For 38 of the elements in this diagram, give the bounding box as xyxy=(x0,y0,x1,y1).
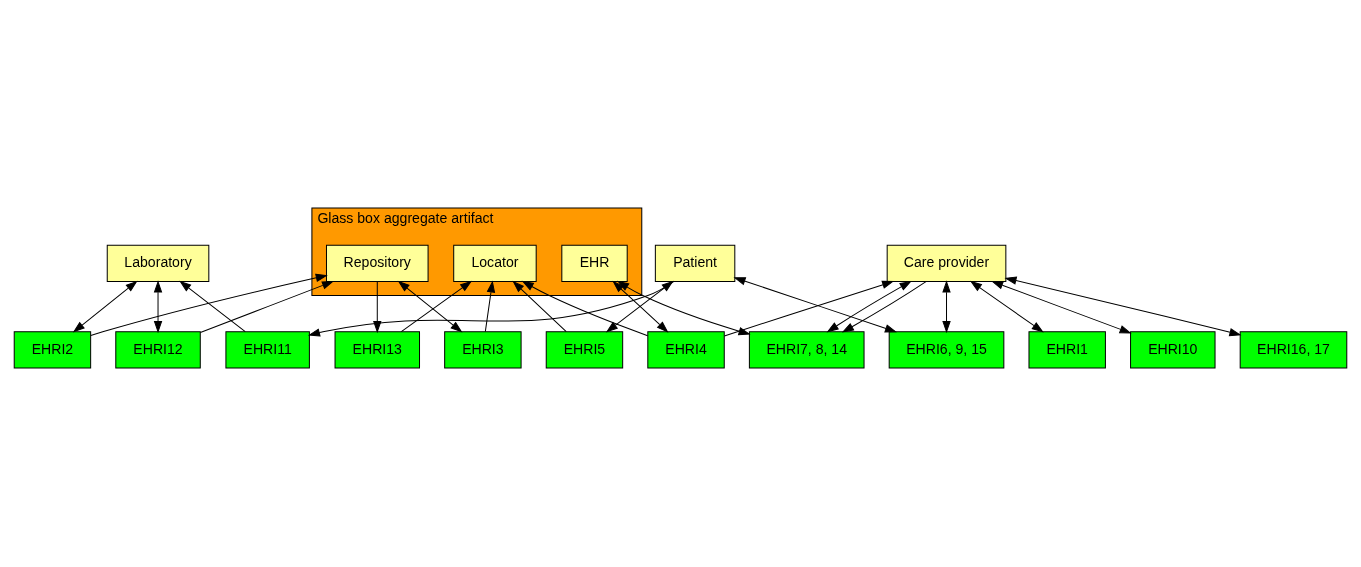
node-box: EHRI10 xyxy=(1130,330,1216,368)
node-box: EHRI7, 8, 14 xyxy=(748,330,865,368)
node-box: Locator xyxy=(453,244,537,282)
arrow xyxy=(373,280,382,333)
node-box: EHRI11 xyxy=(225,330,310,368)
arrow xyxy=(397,280,463,333)
arrow xyxy=(969,280,1044,332)
arrow xyxy=(484,279,496,332)
node-box: EHR xyxy=(561,244,628,282)
arrow xyxy=(612,280,669,333)
node-box: EHRI16, 17 xyxy=(1239,330,1348,368)
node-box: EHRI6, 9, 15 xyxy=(888,330,1005,368)
arrow xyxy=(841,280,927,332)
arrow xyxy=(826,280,912,332)
node-box: EHRI1 xyxy=(1028,330,1106,368)
arrow xyxy=(512,280,567,332)
node-box: EHRI5 xyxy=(545,330,624,368)
arrow xyxy=(199,280,335,333)
arrow xyxy=(153,279,163,333)
arrow xyxy=(733,276,897,332)
arrow xyxy=(723,280,895,337)
arrow xyxy=(942,279,951,333)
node-box: EHRI3 xyxy=(444,330,522,368)
arrow xyxy=(991,280,1132,333)
node-box: EHRI13 xyxy=(334,330,421,368)
node-box: EHRI2 xyxy=(13,330,92,368)
arrow xyxy=(400,280,473,332)
node-box: EHRI4 xyxy=(647,330,725,368)
node-box: Laboratory xyxy=(106,244,210,282)
node-box: Care provider xyxy=(886,244,1007,282)
arrow xyxy=(72,280,138,333)
node-box: Patient xyxy=(654,244,736,282)
arrow xyxy=(521,280,649,336)
arrow xyxy=(179,280,246,332)
node-box: Repository xyxy=(326,244,429,282)
arrow xyxy=(90,273,328,336)
node-box: EHRI12 xyxy=(115,330,201,368)
arrow xyxy=(1004,276,1242,336)
